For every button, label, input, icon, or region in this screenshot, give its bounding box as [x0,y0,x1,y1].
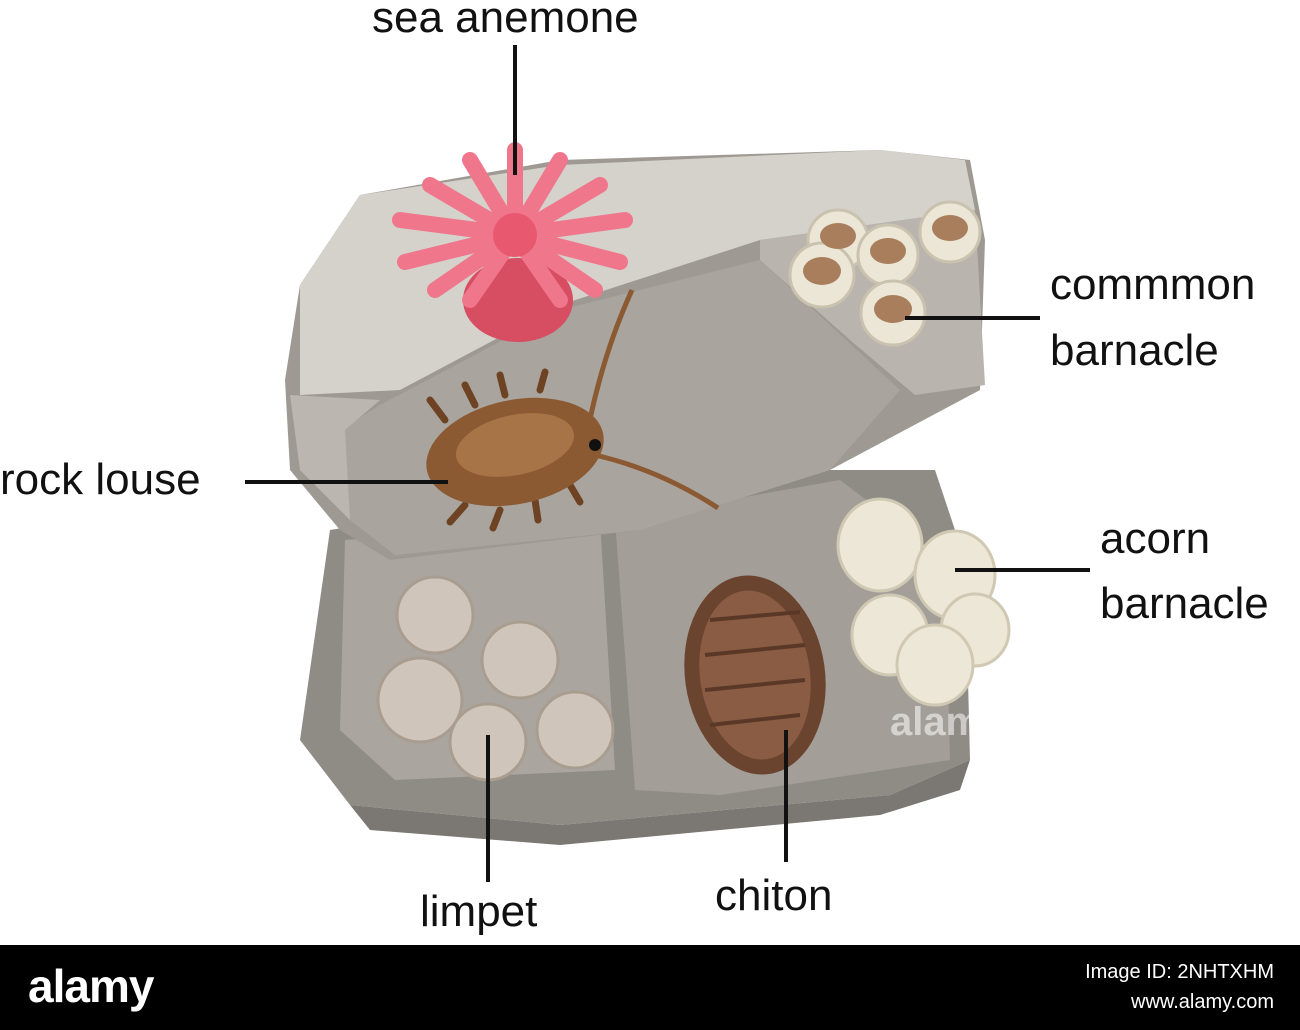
site-url-text: www.alamy.com [1131,991,1274,1013]
label-chiton: chiton [715,871,833,920]
sea-anemone [392,142,633,342]
label-limpet: limpet [420,887,538,936]
rock-diagram [245,45,1090,882]
label-rock-louse: rock louse [0,455,201,504]
label-acorn-barnacle-line1: acorn [1100,514,1211,563]
rock-louse [426,288,720,532]
leader-lines [245,45,1090,882]
brand-logo: alamy [28,960,154,1012]
watermark: alamy [890,700,1004,744]
label-sea-anemone: sea anemone [372,0,639,42]
footer-info: Image ID: 2NHTXHM www.alamy.com [1085,957,1274,1017]
common-barnacles [788,200,982,347]
acorn-barnacles [836,497,1011,707]
image-id-text: Image ID: 2NHTXHM [1085,961,1274,983]
footer-bar: alamy Image ID: 2NHTXHM www.alamy.com [0,945,1300,1030]
chiton [684,575,826,775]
label-acorn-barnacle-line2: barnacle [1100,579,1269,628]
label-common-barnacle-line1: commmon [1050,260,1256,309]
label-common-barnacle-line2: barnacle [1050,326,1219,375]
